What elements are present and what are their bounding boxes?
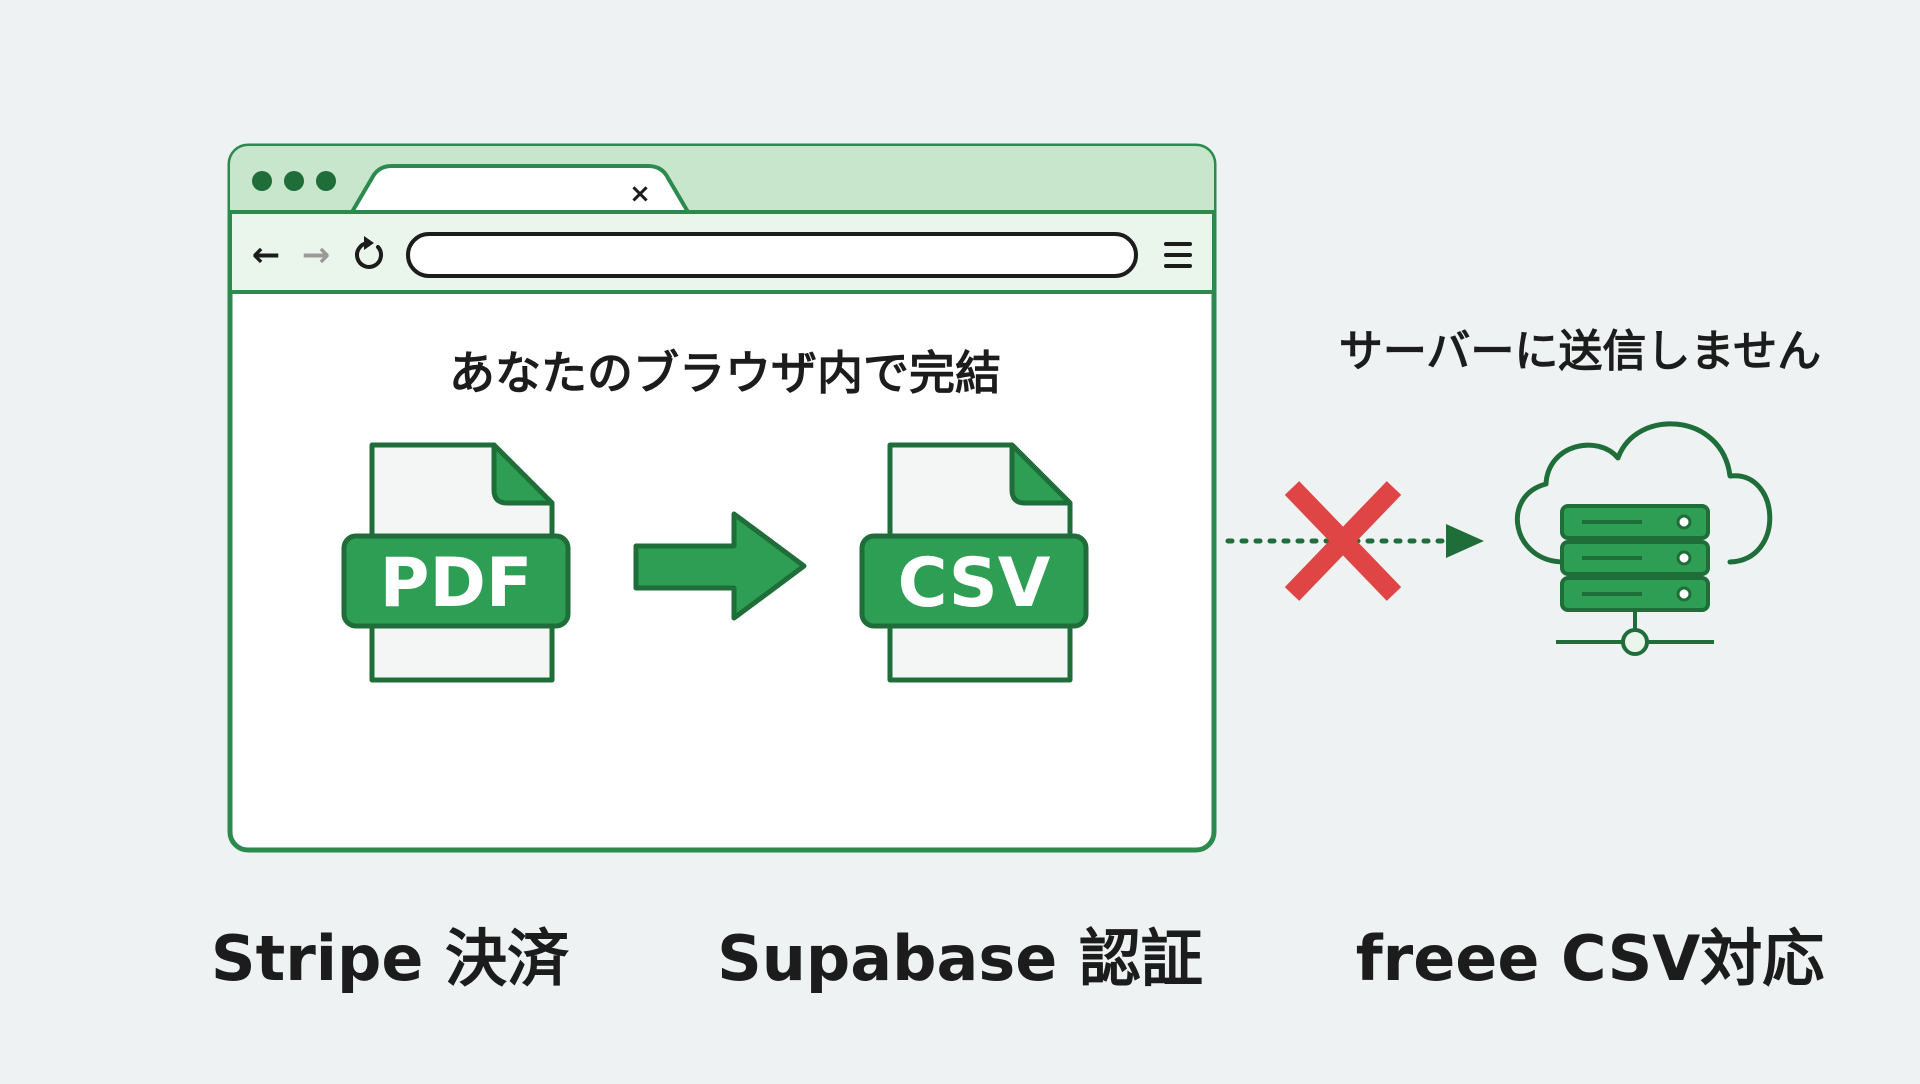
csv-badge-label: CSV bbox=[898, 544, 1051, 623]
csv-badge bbox=[859, 533, 1089, 629]
browser-tab[interactable] bbox=[348, 164, 692, 214]
pdf-file-icon: PDF bbox=[341, 442, 571, 683]
traffic-dot-icon bbox=[252, 171, 272, 191]
arrow-right-icon bbox=[633, 511, 807, 621]
back-arrow-icon[interactable]: ← bbox=[252, 235, 281, 275]
pdf-badge-label: PDF bbox=[380, 544, 533, 623]
browser-heading: あなたのブラウザ内で完結 bbox=[449, 346, 1001, 400]
close-icon[interactable]: × bbox=[629, 179, 651, 209]
cross-x-icon bbox=[1284, 481, 1402, 601]
feature-label-stripe: Stripe 決済 bbox=[210, 922, 570, 995]
reload-icon[interactable] bbox=[355, 236, 384, 269]
feature-label-freee: freee CSV対応 bbox=[1355, 922, 1825, 995]
hamburger-menu-icon[interactable] bbox=[1164, 242, 1192, 268]
server-caption: サーバーに送信しません bbox=[1338, 326, 1822, 377]
forward-arrow-icon[interactable]: → bbox=[302, 235, 331, 275]
csv-file-icon: CSV bbox=[859, 442, 1089, 683]
traffic-dot-icon bbox=[284, 171, 304, 191]
address-bar[interactable] bbox=[406, 232, 1138, 278]
pdf-badge bbox=[341, 533, 571, 629]
feature-label-supabase: Supabase 認証 bbox=[717, 922, 1203, 995]
cloud-server-icon bbox=[1515, 421, 1773, 656]
connection-arrowhead-icon bbox=[1446, 524, 1484, 558]
traffic-dot-icon bbox=[316, 171, 336, 191]
